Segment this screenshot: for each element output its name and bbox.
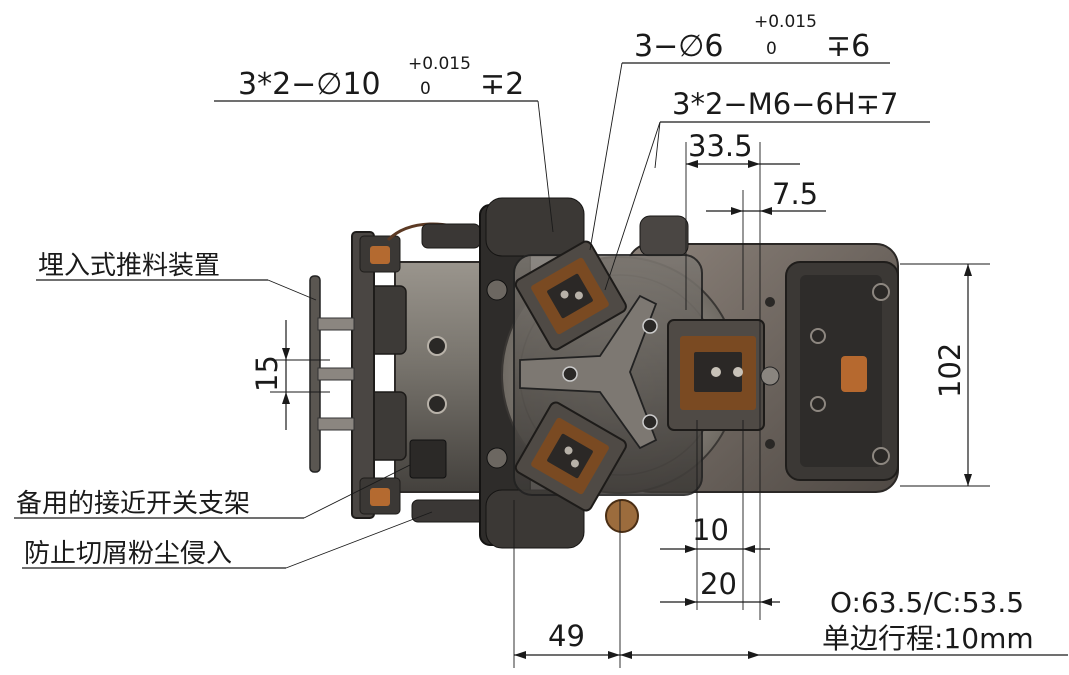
center-screw: [562, 366, 578, 382]
callout-pusher: 埋入式推料装置: [38, 251, 220, 281]
right-module-badge: [841, 356, 867, 392]
callout-thread: 3*2−M6−6H∓7: [672, 87, 898, 121]
screw: [765, 297, 775, 307]
callout-holes-10: 3*2−∅10 +0.015 0 ∓2: [238, 54, 524, 102]
callout-dust: 防止切屑粉尘侵入: [24, 539, 232, 569]
flange-hole: [486, 447, 508, 469]
gripper-body: [309, 197, 899, 549]
dimension-7-5: 7.5: [772, 177, 818, 211]
port: [427, 394, 447, 414]
port: [427, 336, 447, 356]
spare-switch-bracket: [409, 439, 447, 479]
callout-holes-10-main: 3*2−∅10: [238, 67, 381, 102]
callout-holes-6-tol-upper: +0.015: [754, 12, 817, 32]
fitting-top: [639, 215, 689, 257]
callout-holes-10-tol-lower: 0: [420, 79, 431, 99]
stroke-open-close: O:63.5/C:53.5: [830, 586, 1024, 619]
jaw-upper: [514, 240, 627, 351]
jaw-right: [667, 319, 780, 431]
callout-holes-10-depth: ∓2: [480, 67, 524, 102]
push-rod: [317, 317, 355, 331]
dimension-49: 49: [548, 619, 585, 653]
tri-star: [519, 294, 658, 450]
callout-holes-6-tol-lower: 0: [766, 39, 777, 59]
sensor-head: [421, 223, 481, 249]
flange-hole: [486, 279, 508, 301]
push-rod: [317, 367, 355, 381]
end-plate: [351, 231, 375, 519]
jaw-lower: [514, 401, 627, 512]
sensor-bracket-top-inner: [370, 246, 390, 264]
callout-switch-bracket: 备用的接近开关支架: [16, 489, 250, 519]
screw: [872, 283, 890, 301]
flange-boss-top: [485, 197, 585, 257]
callout-holes-6-depth: ∓6: [826, 29, 870, 64]
dimension-102: 102: [933, 343, 967, 398]
center-screw: [642, 318, 658, 334]
center-screw: [642, 414, 658, 430]
fitting-bottom: [605, 499, 639, 533]
dimension-20: 20: [700, 567, 737, 601]
screw: [765, 439, 775, 449]
dimension-10: 10: [692, 513, 729, 547]
dimension-33-5: 33.5: [688, 129, 753, 163]
push-rod: [317, 417, 355, 431]
callout-holes-6: 3−∅6 +0.015 0 ∓6: [634, 12, 870, 64]
stroke-single-side: 单边行程:10mm: [822, 622, 1034, 655]
screw: [810, 328, 826, 344]
dimension-15: 15: [250, 355, 284, 392]
screw: [810, 396, 826, 412]
dimension-lines: [14, 62, 1068, 668]
callout-holes-10-tol-upper: +0.015: [408, 54, 471, 74]
sensor-bracket-bottom-inner: [370, 488, 390, 506]
screw: [872, 447, 890, 465]
callout-holes-6-main: 3−∅6: [634, 29, 723, 64]
